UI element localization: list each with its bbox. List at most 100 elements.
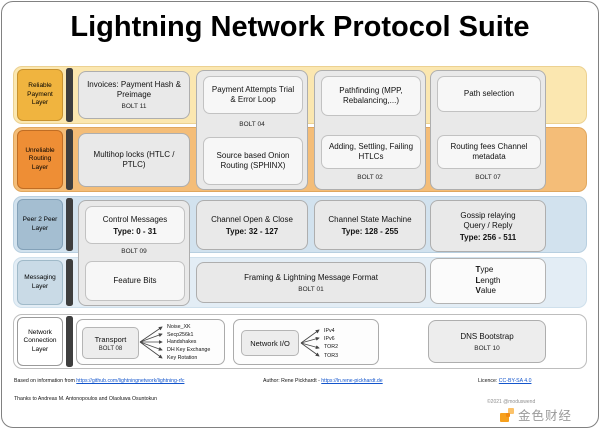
footer-author: Author: Rene Pickhardt - https://ln.rene…: [263, 378, 383, 384]
footer-licence-prefix: Licence:: [478, 378, 498, 384]
footer-source: Based on information from https://github…: [14, 378, 184, 384]
payment-attempts-box: Payment Attempts Trial & Error Loop: [203, 76, 303, 114]
multihop-locks-title: Multihop locks (HTLC / PTLC): [93, 150, 175, 169]
network-io-item: TOR2: [324, 344, 339, 351]
bolt08-label: BOLT 08: [98, 345, 123, 352]
invoices-title: Invoices: Payment Hash & Preimage: [87, 80, 181, 99]
bolt07-label: BOLT 07: [475, 174, 501, 181]
bolt04-group: Payment Attempts Trial & Error Loop BOLT…: [196, 70, 308, 190]
bolt02-group: Pathfinding (MPP, Rebalancing,...) Addin…: [314, 70, 426, 190]
tlv-lines: Type Length Value: [476, 265, 501, 297]
invoices-box: Invoices: Payment Hash & Preimage BOLT 1…: [78, 71, 190, 119]
bolt09-group: Control Messages Type: 0 - 31 BOLT 09 Fe…: [78, 200, 190, 306]
accent-bar-reliable-payment: [66, 68, 73, 122]
accent-bar-unreliable-routing: [66, 129, 73, 190]
tlv-length-rest: ength: [480, 275, 501, 285]
control-messages-range: Type: 0 - 31: [113, 226, 157, 236]
copyright-text: ©2021 @moduswend: [487, 399, 536, 405]
accent-bar-network-connection: [66, 316, 73, 367]
accent-bar-messaging: [66, 259, 73, 306]
pathfinding-box: Pathfinding (MPP, Rebalancing,...): [321, 76, 421, 116]
channel-state-machine-box: Channel State Machine Type: 128 - 255: [314, 200, 426, 250]
transport-title: Transport: [94, 334, 127, 344]
network-io-item: IPv6: [324, 336, 335, 343]
control-messages-title: Control Messages: [102, 214, 168, 224]
gossip-relaying-box: Gossip relaying Query / Reply Type: 256 …: [430, 200, 546, 252]
gossip-relaying-title: Gossip relaying: [460, 210, 516, 220]
jinse-logo-icon: [500, 407, 514, 422]
author-link[interactable]: https://ln.rene-pickhardt.de: [321, 378, 383, 384]
htlcs-box: Adding, Settling, Failing HTLCs: [321, 135, 421, 169]
bolt04-label: BOLT 04: [239, 121, 265, 128]
watermark-text: 金色财经: [518, 408, 573, 423]
bolt07-group: Path selection Routing fees Channel meta…: [430, 70, 546, 190]
layer-label-peer2peer: Peer 2 Peer Layer: [17, 199, 63, 250]
watermark: 金色财经: [500, 405, 572, 424]
tlv-value-rest: alue: [480, 286, 496, 296]
transport-box: Transport BOLT 08: [82, 327, 139, 359]
source-link[interactable]: https://github.com/lightningnetwork/ligh…: [76, 378, 185, 384]
transport-group: Transport BOLT 08 Noise_XK Secp256k1 Han…: [76, 319, 225, 365]
bolt10-label: BOLT 10: [474, 344, 500, 352]
transport-item: DH Key Exchange: [167, 347, 211, 354]
logo-square: [508, 407, 514, 414]
dns-bootstrap-box: DNS Bootstrap BOLT 10: [428, 320, 546, 363]
framing-box: Framing & Lightning Message Format BOLT …: [196, 262, 426, 303]
routing-fees-title: Routing fees Channel metadata: [450, 142, 528, 161]
tlv-line-length: Length: [476, 276, 501, 287]
footer-source-prefix: Based on information from: [14, 378, 75, 384]
logo-square: [506, 412, 510, 417]
page-title: Lightning Network Protocol Suite: [70, 11, 530, 43]
multihop-locks-box: Multihop locks (HTLC / PTLC): [78, 133, 190, 187]
path-selection-box: Path selection: [437, 76, 541, 112]
routing-fees-box: Routing fees Channel metadata: [437, 135, 541, 169]
channel-open-close-title: Channel Open & Close: [211, 214, 293, 224]
path-selection-title: Path selection: [463, 89, 515, 98]
footer-licence: Licence: CC-BY-SA 4.0: [478, 378, 531, 384]
logo-square: [500, 412, 509, 422]
tlv-box: Type Length Value: [430, 258, 546, 304]
network-io-item: IPv4: [324, 328, 335, 334]
footer-author-prefix: Author: Rene Pickhardt -: [263, 378, 320, 384]
onion-routing-title: Source based Onion Routing (SPHINX): [216, 151, 290, 170]
tlv-line-type: Type: [476, 265, 501, 276]
transport-item: Handshakes: [167, 339, 197, 346]
bolt09-label: BOLT 09: [121, 248, 147, 255]
feature-bits-title: Feature Bits: [113, 276, 157, 285]
footer-thanks: Thanks to Andreas M. Antonopoulos and Ol…: [14, 396, 158, 402]
payment-attempts-title: Payment Attempts Trial & Error Loop: [211, 85, 295, 104]
transport-items: Noise_XK Secp256k1 Handshakes DH Key Exc…: [167, 324, 210, 362]
channel-open-close-box: Channel Open & Close Type: 32 - 127: [196, 200, 308, 250]
licence-link[interactable]: CC-BY-SA 4.0: [498, 378, 532, 384]
layer-label-messaging: Messaging Layer: [17, 260, 63, 305]
tlv-line-value: Value: [476, 286, 501, 297]
pathfinding-title: Pathfinding (MPP, Rebalancing,...): [339, 86, 403, 105]
channel-state-machine-title: Channel State Machine: [328, 214, 412, 224]
network-io-items: IPv4 IPv6 TOR2 TOR3: [324, 327, 338, 360]
channel-open-close-range: Type: 32 - 127: [225, 226, 279, 236]
tlv-value-initial: V: [475, 286, 481, 296]
control-messages-box: Control Messages Type: 0 - 31: [85, 206, 185, 244]
dns-bootstrap-title: DNS Bootstrap: [460, 331, 514, 341]
htlcs-title: Adding, Settling, Failing HTLCs: [328, 142, 414, 161]
transport-item: Noise_XK: [167, 324, 191, 330]
tlv-type-rest: ype: [480, 264, 494, 274]
layer-label-reliable-payment: Reliable Payment Layer: [17, 69, 63, 121]
accent-bar-peer2peer: [66, 198, 73, 251]
channel-state-machine-range: Type: 128 - 255: [341, 226, 399, 236]
gossip-relaying-range: Type: 256 - 511: [459, 232, 517, 242]
gossip-relaying-subtitle: Query / Reply: [463, 220, 513, 230]
tlv-length-initial: L: [475, 275, 481, 285]
bolt02-label: BOLT 02: [357, 174, 383, 181]
network-io-box: Network I/O: [241, 330, 299, 356]
bolt01-label: BOLT 01: [298, 285, 324, 293]
framing-title: Framing & Lightning Message Format: [244, 272, 378, 282]
layer-label-network-connection: Network Connection Layer: [17, 317, 63, 366]
network-io-arrows-icon: [300, 329, 320, 357]
transport-arrows-icon: [139, 326, 163, 359]
bolt11-label: BOLT 11: [121, 103, 147, 110]
network-io-title: Network I/O: [250, 338, 290, 348]
layer-label-unreliable-routing: Unreliable Routing Layer: [17, 130, 63, 189]
transport-item: Key Rotation: [167, 354, 198, 361]
